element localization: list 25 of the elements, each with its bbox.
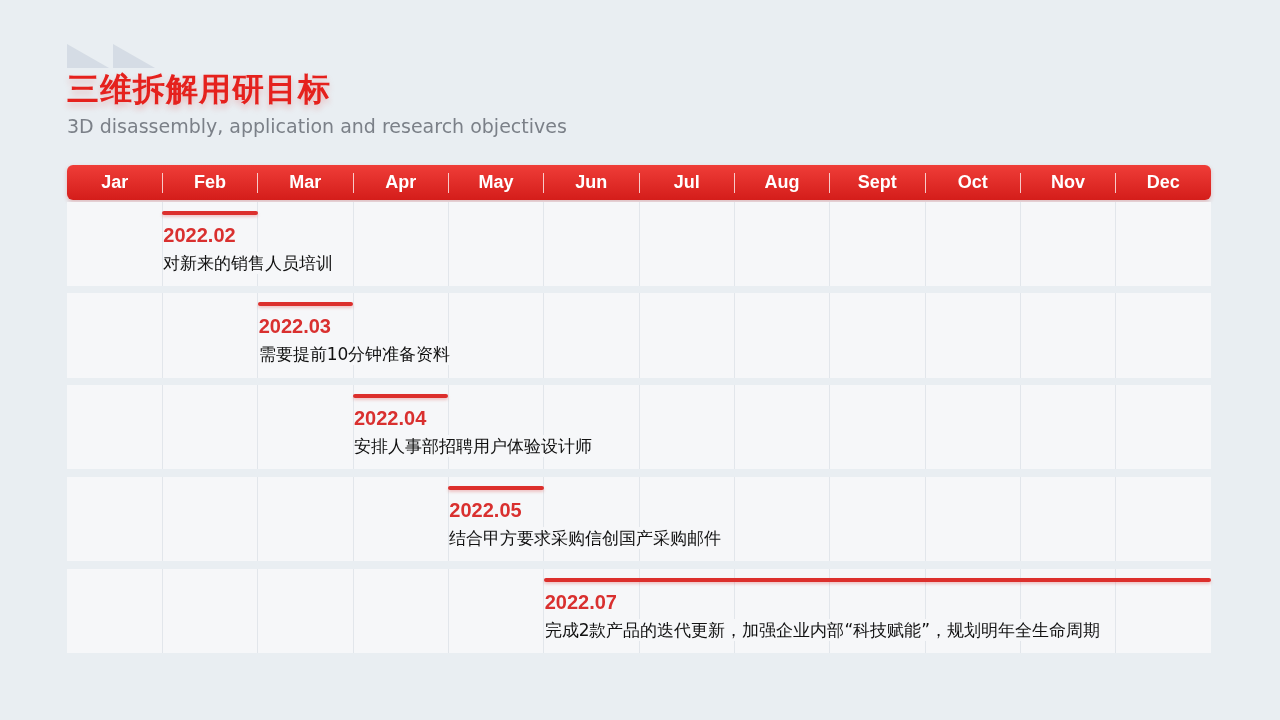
month-label: Apr — [385, 172, 417, 193]
description-text: 安排人事部招聘用户体验设计师 — [354, 435, 592, 457]
month-label: Mar — [289, 172, 322, 193]
timeline-row — [67, 293, 1211, 378]
description-text: 需要提前10分钟准备资料 — [258, 343, 451, 365]
month-label: Aug — [764, 172, 800, 193]
month-label: Feb — [194, 172, 226, 193]
title: 三维拆解用研目标 — [67, 70, 331, 108]
month-label: Oct — [957, 172, 988, 193]
subtitle: 3D disassembly, application and research objectives — [67, 114, 567, 138]
description-text: 结合甲方要求采购信创国产采购邮件 — [449, 527, 722, 549]
timeline-row — [67, 569, 1211, 653]
month-label: Jar — [101, 172, 129, 193]
month-label: Jul — [673, 172, 700, 193]
month-label: Nov — [1051, 172, 1085, 193]
description-text: 完成2款产品的迭代更新，加强企业内部“科技赋能”，规划明年全生命周期 — [544, 619, 1101, 641]
description-text: 对新来的销售人员培训 — [163, 252, 334, 274]
month-label: Jun — [575, 172, 608, 193]
month-label: Dec — [1146, 172, 1180, 193]
timeline-row — [67, 385, 1211, 469]
month-label: May — [478, 172, 514, 193]
month-label: Sept — [857, 172, 897, 193]
timeline-row — [67, 477, 1211, 561]
timeline-row — [67, 202, 1211, 286]
month-header-bar — [67, 165, 1211, 200]
